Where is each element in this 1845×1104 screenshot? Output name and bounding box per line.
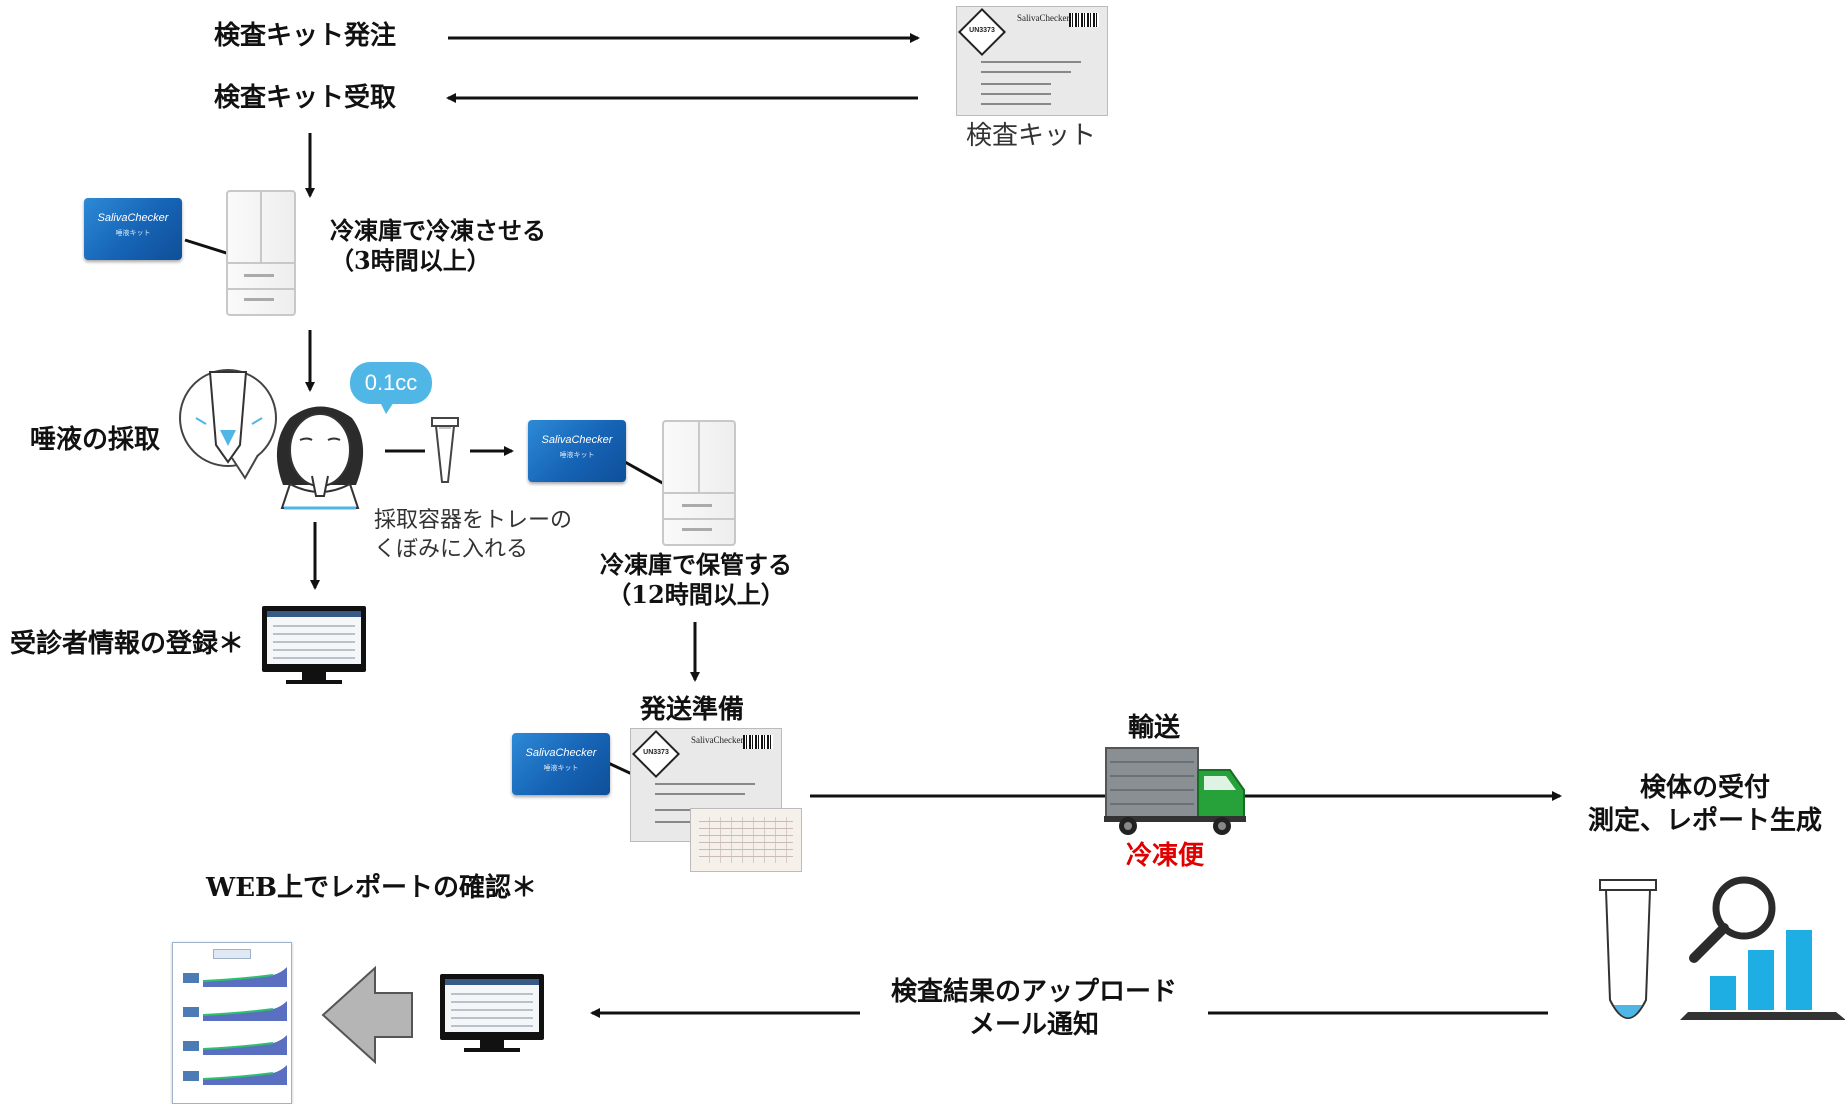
tray-instruction: 採取容器をトレーの くぼみに入れる [374,507,572,564]
kit-label-image: UN3373 SalivaChecker [956,6,1108,116]
waybill-image [690,808,802,872]
step-lab-receive-line1: 検体の受付 [1639,773,1770,803]
sample-tube-icon [431,417,459,483]
saliva-tube-closeup [179,369,277,480]
barcode-icon [1069,13,1099,27]
kit-caption: 検査キット [966,121,1097,151]
step-lab-receive: 検体の受付 測定、レポート生成 [1570,772,1840,837]
ship-label-brand: SalivaChecker [691,735,744,745]
kit-label-un-code: UN3373 [969,27,995,34]
result-monitor [440,974,544,1040]
step-register: 受診者情報の登録＊ [10,629,245,659]
step-web-report: WEB上でレポートの確認＊ [206,873,537,903]
kit-box-1: SalivaChecker 唾液キット [84,198,182,260]
freezer-icon-2 [662,420,736,546]
kit-box-sub: 唾液キット [559,451,595,459]
step-lab-receive-line2: 測定、レポート生成 [1587,805,1822,836]
step-freeze-line2: （3時間以上） [330,246,491,275]
step-store: 冷凍庫で保管する （12時間以上） [580,550,812,610]
analysis-chart-icon [1680,876,1845,1020]
step-upload-line2: メール通知 [968,1009,1099,1040]
kit-box-2: SalivaChecker 唾液キット [528,420,626,482]
kit-box-brand: SalivaChecker [541,433,613,446]
truck-icon [1104,747,1246,835]
freezer-icon-1 [226,190,296,316]
web-report-thumbnail [172,942,292,1104]
tray-line2: くぼみに入れる [374,536,529,562]
step-upload: 検査結果のアップロード メール通知 [860,976,1208,1041]
tray-line1: 採取容器をトレーの [374,508,573,533]
kit-box-3: SalivaChecker 唾液キット [512,733,610,795]
registration-monitor [262,606,366,672]
kit-box-brand: SalivaChecker [525,746,597,759]
ship-label-un-code: UN3373 [643,749,669,756]
step-transport: 輸送 [1128,713,1181,743]
step-saliva-collect: 唾液の採取 [30,425,161,455]
step-ship-prep: 発送準備 [640,695,745,725]
kit-box-brand: SalivaChecker [97,211,169,224]
barcode-icon [743,735,773,749]
step-store-line1: 冷凍庫で保管する [600,550,792,579]
step-order-kit: 検査キット発注 [214,21,397,51]
kit-box-sub: 唾液キット [543,764,579,772]
step-store-line2: （12時間以上） [607,580,785,609]
step-upload-line1: 検査結果のアップロード [890,977,1177,1007]
patient-illustration [276,406,364,510]
kit-label-brand: SalivaChecker [1017,13,1070,23]
volume-bubble-text: 0.1cc [364,370,418,395]
step-freeze: 冷凍庫で冷凍させる （3時間以上） [330,216,546,276]
step-receive-kit: 検査キット受取 [214,83,397,113]
volume-bubble [350,362,432,414]
step-freeze-line1: 冷凍庫で冷凍させる [330,216,546,245]
kit-box-sub: 唾液キット [115,229,151,237]
lab-tube-icon [1599,879,1657,1019]
frozen-delivery-label: 冷凍便 [1126,841,1205,871]
big-left-arrow [321,965,413,1065]
